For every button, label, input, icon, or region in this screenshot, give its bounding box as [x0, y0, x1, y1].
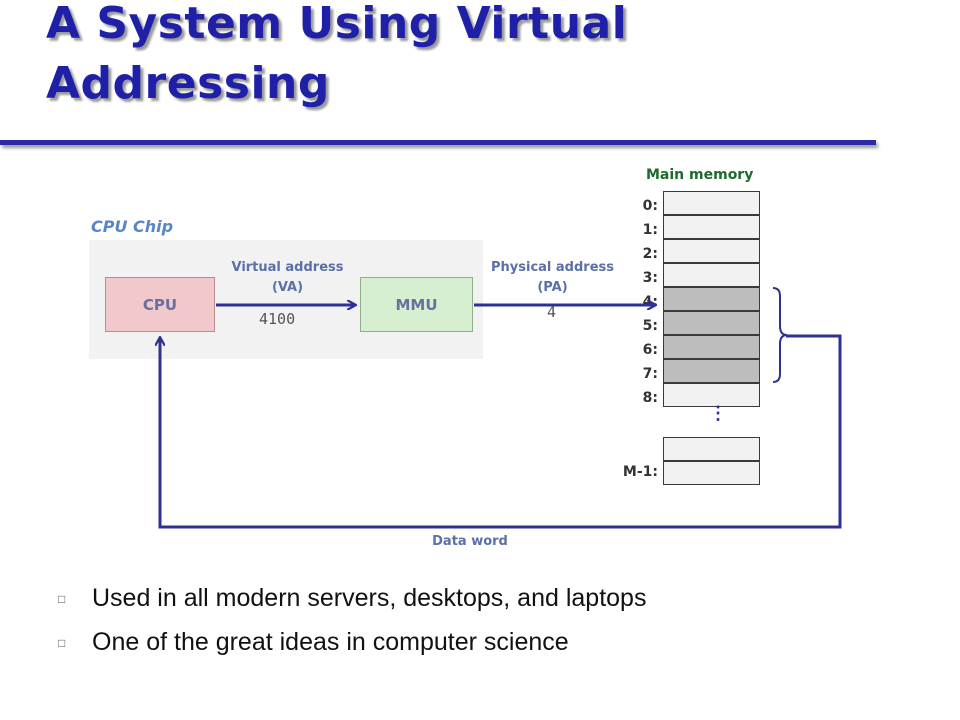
physical-address-label-line1: Physical address: [491, 260, 614, 275]
slide-title-line1: A System Using Virtual: [46, 0, 628, 49]
memory-address-5: 5:: [642, 318, 658, 334]
memory-cell-7: [663, 359, 760, 383]
mmu-label: MMU: [395, 295, 438, 314]
bullet-marker: □: [58, 592, 66, 607]
word-brace: [772, 287, 788, 383]
memory-cell-m-2: [663, 437, 760, 461]
physical-address-label: Physical address (PA): [480, 258, 625, 298]
memory-cell-m-1: [663, 461, 760, 485]
data-word-arrow: [160, 334, 842, 529]
memory-cell-2: [663, 239, 760, 263]
memory-address-3: 3:: [642, 270, 658, 286]
bullet-text: Used in all modern servers, desktops, an…: [92, 584, 647, 612]
memory-address-6: 6:: [642, 342, 658, 358]
memory-cell-5: [663, 311, 760, 335]
memory-cell-6: [663, 335, 760, 359]
virtual-address-label-line2: (VA): [271, 280, 304, 295]
bullet-marker: □: [58, 636, 66, 651]
main-memory-title: Main memory: [646, 167, 754, 183]
virtual-address-value: 4100: [259, 310, 296, 328]
physical-address-value: 4: [547, 303, 557, 321]
bullet-item: □ Used in all modern servers, desktops, a…: [58, 582, 646, 615]
memory-address-2: 2:: [642, 246, 658, 262]
memory-cell-1: [663, 215, 760, 239]
virtual-address-label-line1: Virtual address: [231, 260, 344, 275]
slide-title-line2: Addressing: [46, 58, 330, 109]
bullet-text: One of the great ideas in computer scien…: [92, 628, 569, 656]
virtual-address-label: Virtual address (VA): [215, 258, 360, 298]
slide-title: A System Using Virtual Addressing: [46, 0, 627, 114]
title-underline: [0, 140, 876, 145]
cpu-box: CPU: [105, 277, 215, 332]
memory-address-8: 8:: [642, 390, 658, 406]
memory-cell-8: [663, 383, 760, 407]
mmu-box: MMU: [360, 277, 473, 332]
bullet-item: □ One of the great ideas in computer scie…: [58, 626, 569, 659]
data-word-label: Data word: [432, 534, 508, 549]
memory-cell-3: [663, 263, 760, 287]
memory-cell-4: [663, 287, 760, 311]
physical-address-label-line2: (PA): [537, 280, 568, 295]
cpu-label: CPU: [142, 295, 178, 314]
memory-address-m-1: M-1:: [622, 464, 658, 480]
memory-cell-0: [663, 191, 760, 215]
cpu-chip-label: CPU Chip: [91, 217, 174, 236]
memory-address-0: 0:: [642, 198, 658, 214]
memory-address-7: 7:: [642, 366, 658, 382]
memory-address-1: 1:: [642, 222, 658, 238]
